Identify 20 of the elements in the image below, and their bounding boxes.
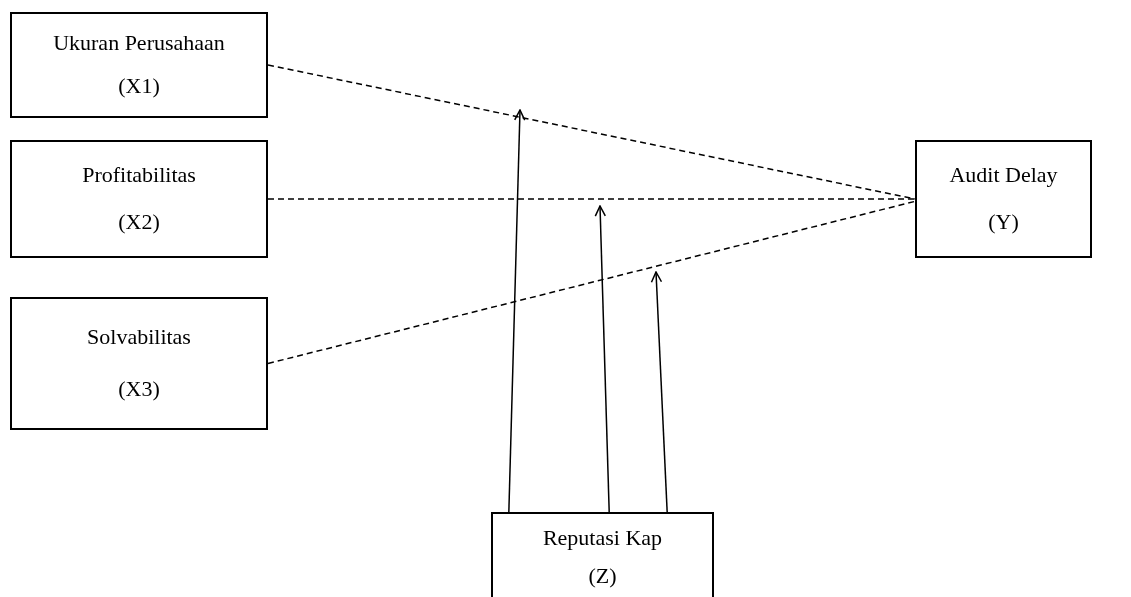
node-text: Solvabilitas	[87, 324, 191, 351]
variable-box	[915, 140, 1092, 258]
dashed-line	[267, 198, 916, 200]
node-text: Reputasi Kap	[542, 525, 663, 552]
variable-box	[491, 512, 714, 597]
node-text: Ukuran Perusahaan	[53, 30, 225, 57]
arrow	[650, 271, 668, 513]
node-text: Audit Delay	[949, 162, 1058, 189]
node-text: (Z)	[588, 562, 617, 589]
node-text: (X3)	[118, 376, 160, 403]
dashed-line	[267, 200, 916, 365]
arrow	[594, 205, 610, 513]
arrow	[508, 109, 526, 513]
node-text: Profitabilitas	[82, 162, 196, 189]
node-text: (Y)	[988, 209, 1019, 236]
node-text: (X2)	[118, 209, 160, 236]
variable-box	[10, 12, 268, 118]
variable-box	[10, 297, 268, 430]
node-text: (X1)	[118, 73, 160, 100]
variable-box	[10, 140, 268, 258]
